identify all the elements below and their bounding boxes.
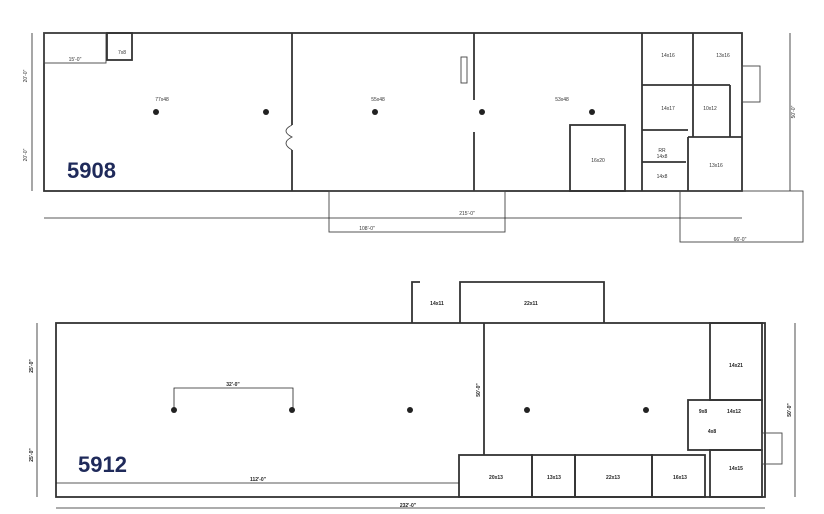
dimension-label: 20'-0"	[23, 69, 29, 82]
room-label: 77x48	[155, 97, 169, 103]
dimension-label: 232'-0"	[400, 503, 417, 509]
room-label: 10x12	[703, 106, 717, 112]
dimension-label: 112'-0"	[250, 477, 267, 483]
room-label: 7x8	[118, 50, 126, 56]
room-label: 22x11	[524, 301, 538, 307]
room-label: 9x8	[699, 409, 708, 415]
room-label: 14x21	[729, 363, 743, 369]
room-label: 14x16	[661, 53, 675, 59]
building-5912: 5912 14x11 22x11 14x21 9x8 14x12 4x8 20x…	[29, 281, 796, 509]
room-label: 16x13	[673, 475, 687, 481]
dimension-label: 25'-0"	[29, 448, 35, 462]
building-5912-outline	[55, 322, 766, 498]
room-label: 13x16	[709, 163, 723, 169]
dimension-label: 50'-0"	[476, 383, 482, 397]
room-label: 14x12	[727, 409, 741, 415]
room-label: 53x48	[555, 97, 569, 103]
dimension-label: 32'-0"	[226, 382, 240, 388]
dimension-label: 108'-0"	[359, 226, 375, 232]
dimension-label: 20'-0"	[23, 148, 29, 161]
dimension-label: 50'-0"	[787, 403, 793, 417]
dimension-label: 66'-0"	[734, 237, 747, 243]
room-label: 14x17	[661, 106, 675, 112]
building-5908: 5908 7x8 77x48 55x48 53x48 16x20 14x16 1…	[23, 32, 804, 243]
building-number: 5908	[67, 158, 116, 183]
room-label: 4x8	[708, 429, 717, 435]
room-label: 14x8	[657, 174, 668, 180]
room-label: 16x20	[591, 158, 605, 164]
building-5908-outline	[43, 32, 743, 192]
dimension-label: 50'-0"	[791, 105, 797, 118]
building-number: 5912	[78, 452, 127, 477]
room-label: 20x13	[489, 475, 503, 481]
room-label: 22x13	[606, 475, 620, 481]
dimension-label: 215'-0"	[459, 211, 475, 217]
room-label: 14x11	[430, 301, 444, 307]
room-label: 14x8	[657, 154, 668, 160]
room-label: RR	[658, 148, 666, 154]
room-label: 13x13	[547, 475, 561, 481]
room-label: 14x15	[729, 466, 743, 472]
dimension-label: 15'-0"	[69, 57, 82, 63]
dimension-label: 25'-0"	[29, 359, 35, 373]
room-label: 55x48	[371, 97, 385, 103]
room-label: 13x16	[716, 53, 730, 59]
